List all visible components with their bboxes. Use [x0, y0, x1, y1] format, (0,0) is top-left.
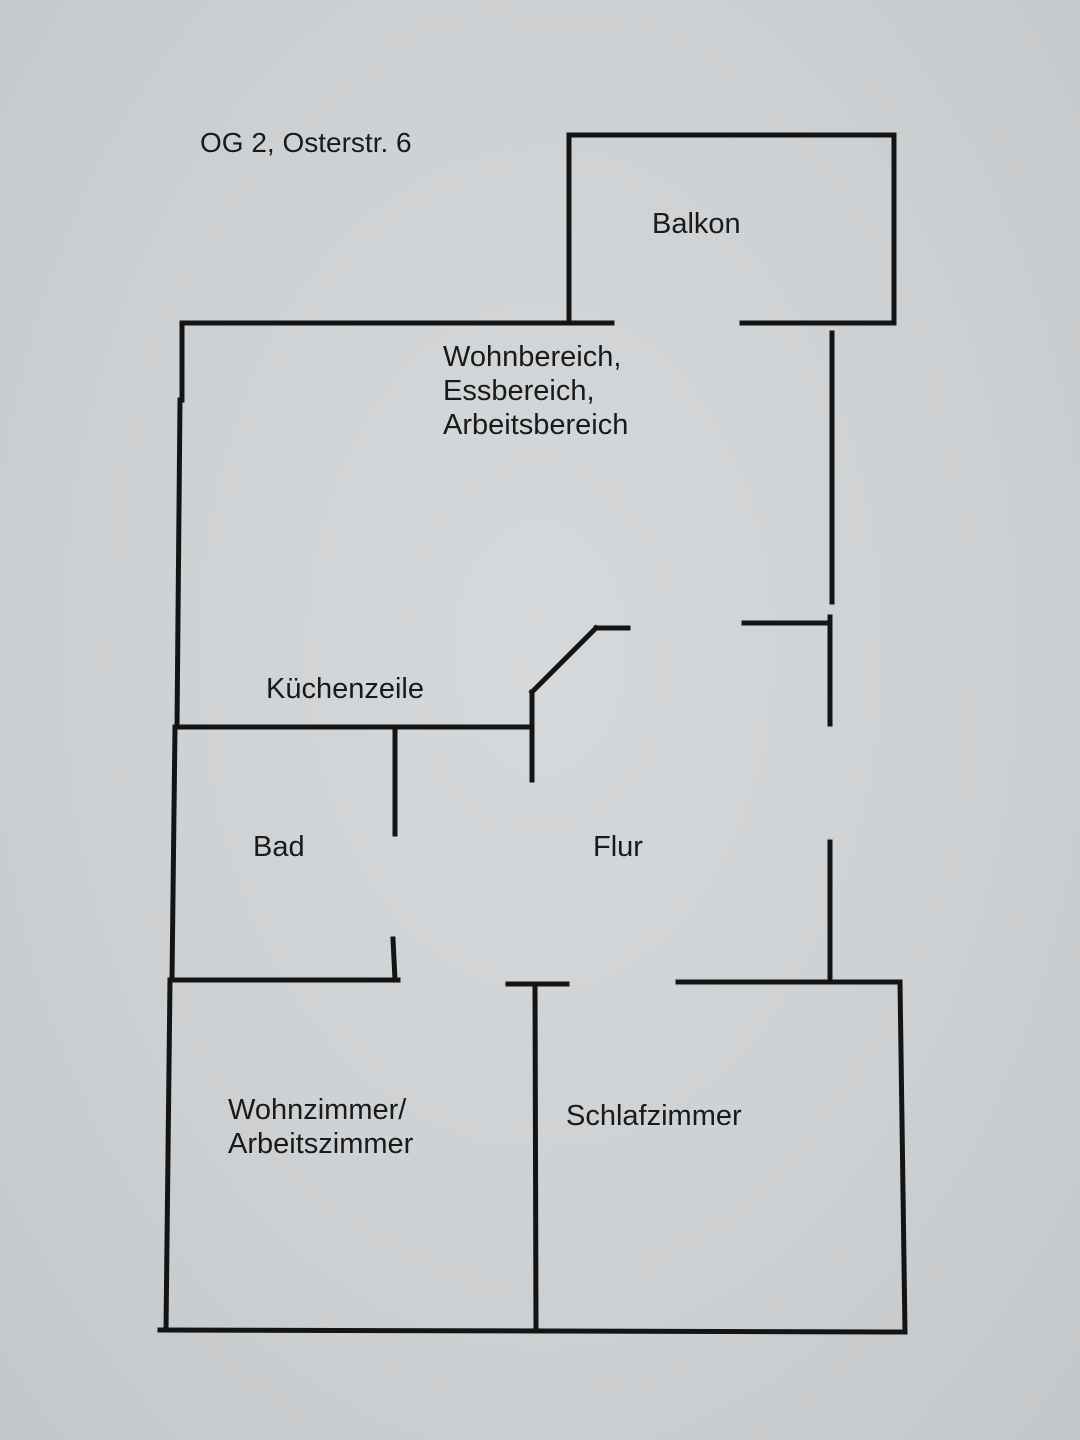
room-label-wohnbereich-line-1: Wohnbereich,	[443, 341, 622, 373]
room-label-flur: Flur	[593, 831, 643, 863]
wall-bad-right-lower	[390, 936, 398, 983]
room-label-bad: Bad	[253, 831, 305, 863]
wall-bedroom-divider	[532, 981, 539, 1333]
wall-outer-right	[897, 979, 908, 1335]
wall-outer-left-lower	[163, 977, 173, 1333]
wall-kitchen-diagonal	[528, 624, 600, 696]
room-label-wohnbereich: Wohnbereich, Essbereich, Arbeitsbereich	[443, 340, 628, 442]
room-label-wohnzimmer-line-2: Arbeitszimmer	[228, 1128, 414, 1160]
room-label-balkon: Balkon	[652, 208, 741, 240]
room-label-wohnbereich-line-3: Arbeitsbereich	[443, 409, 629, 441]
wall-bottom	[157, 1327, 908, 1335]
room-label-wohnzimmer: Wohnzimmer/ Arbeitszimmer	[228, 1093, 413, 1161]
room-label-wohnbereich-line-2: Essbereich,	[443, 375, 595, 407]
room-label-kuechenzeile: Küchenzeile	[266, 673, 424, 705]
room-label-schlafzimmer: Schlafzimmer	[566, 1100, 742, 1132]
wall-outer-left-mid	[174, 397, 183, 730]
room-label-wohnzimmer-line-1: Wohnzimmer/	[228, 1094, 407, 1126]
wall-outer-left-bad	[169, 724, 178, 983]
plan-title: OG 2, Osterstr. 6	[200, 127, 412, 158]
